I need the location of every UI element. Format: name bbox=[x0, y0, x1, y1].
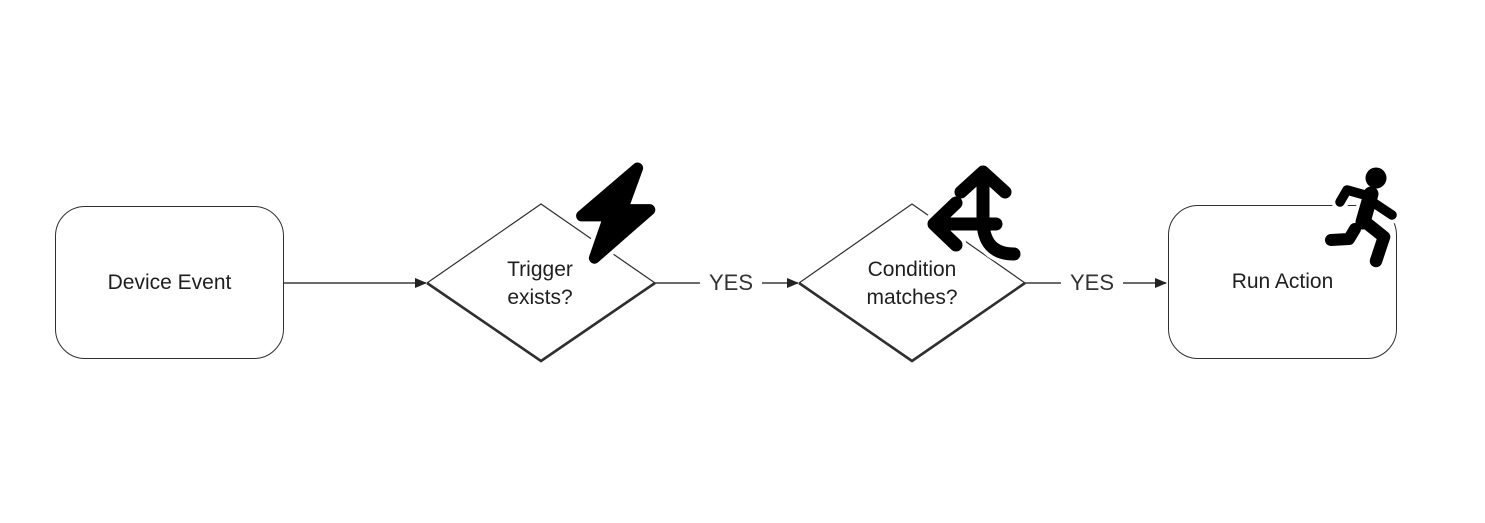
node-device-event-label: Device Event bbox=[107, 270, 232, 294]
node-trigger-exists-label-line1: Trigger bbox=[507, 258, 573, 281]
diamond-shape-trigger-exists-top bbox=[426, 203, 656, 284]
node-trigger-exists-label-line2: exists? bbox=[507, 286, 573, 309]
edge-label-yes-1: YES bbox=[699, 268, 763, 298]
node-device-event: Device Event bbox=[55, 206, 284, 359]
node-trigger-exists: Trigger exists? bbox=[507, 256, 573, 312]
split-directions-icon bbox=[923, 161, 1025, 265]
diamond-shape-condition-matches-top bbox=[798, 203, 1026, 284]
edge-label-yes-2: YES bbox=[1060, 268, 1124, 298]
lightning-bolt-icon bbox=[572, 158, 660, 268]
diamond-shape-trigger-exists-bottom bbox=[426, 281, 656, 363]
node-condition-matches-label-line2: matches? bbox=[866, 286, 958, 309]
node-run-action-label: Run Action bbox=[1231, 270, 1334, 293]
diamond-shape-condition-matches-bottom bbox=[798, 281, 1026, 363]
node-condition-matches-label-line1: Condition bbox=[867, 258, 957, 281]
node-condition-matches: Condition matches? bbox=[866, 256, 957, 312]
person-running-icon bbox=[1321, 163, 1401, 271]
